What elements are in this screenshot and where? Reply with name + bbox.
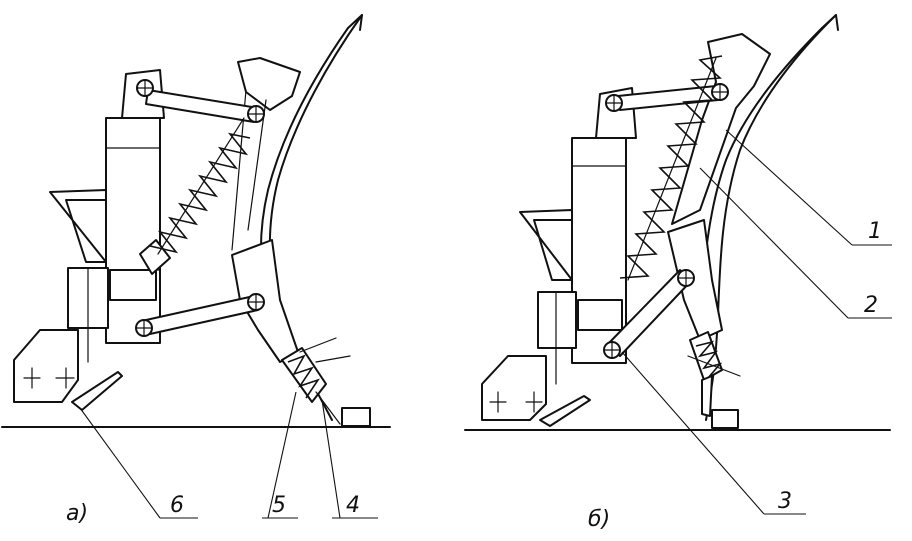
press-block-a [341, 407, 371, 427]
hopper-b [519, 209, 573, 281]
variant-a-mechanism [13, 14, 371, 427]
tine-b-lower-sleeve [667, 219, 723, 341]
callout-label-3: 3 [778, 489, 792, 514]
callout-label-4: 4 [346, 493, 360, 518]
coulter-b-coil [695, 340, 723, 379]
shoe-b [481, 355, 547, 421]
tine-a-tip [347, 14, 363, 31]
press-block-b [711, 409, 739, 429]
skid-plate-a [71, 371, 123, 411]
caption-variant-b: б) [588, 507, 610, 532]
frame-column-a [105, 117, 161, 344]
shoe-a [13, 329, 79, 403]
callout-label-6: 6 [170, 493, 184, 518]
callout-label-1: 1 [868, 219, 882, 244]
spring-a-coil [149, 132, 251, 254]
callout-leaders [79, 129, 892, 519]
coulter-b [689, 331, 723, 381]
callout-label-5: 5 [272, 493, 286, 518]
spring-b-coil [619, 55, 723, 279]
hopper-a [49, 189, 107, 263]
tine-b-shank [671, 33, 771, 225]
coulter-a-coil [287, 354, 320, 399]
lower-link-a [145, 295, 259, 335]
tine-a-upper-bracket [237, 57, 301, 111]
coulter-a [281, 347, 327, 403]
variant-b-mechanism [481, 14, 839, 429]
caption-variant-a: а) [66, 501, 88, 526]
skid-plate-b [539, 395, 591, 427]
callout-label-2: 2 [864, 293, 878, 318]
